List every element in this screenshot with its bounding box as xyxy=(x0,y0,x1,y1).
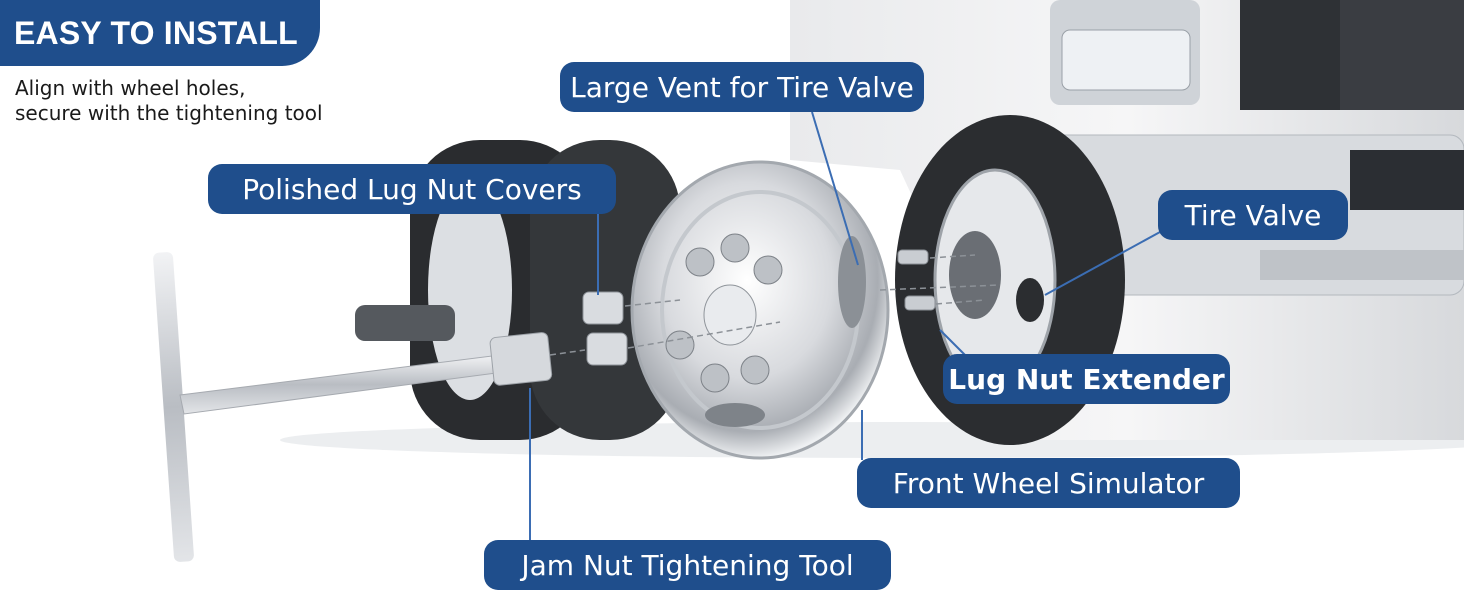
callout-tire-valve: Tire Valve xyxy=(1158,190,1348,240)
lug-nut-extenders xyxy=(897,249,936,311)
alignment-lines xyxy=(549,254,1001,356)
lug-nut-covers xyxy=(582,291,628,366)
callout-front-wheel-simulator: Front Wheel Simulator xyxy=(857,458,1240,508)
subtitle-line-2: secure with the tightening tool xyxy=(15,101,323,125)
callout-lug-nut-extender: Lug Nut Extender xyxy=(943,354,1230,404)
wheel-simulator xyxy=(630,160,890,460)
subtitle-line-1: Align with wheel holes, xyxy=(15,76,246,100)
tightening-tool xyxy=(153,252,553,562)
callout-jam-nut-tool: Jam Nut Tightening Tool xyxy=(484,540,891,590)
header-title: EASY TO INSTALL xyxy=(14,14,298,51)
header-banner: EASY TO INSTALL xyxy=(0,0,320,66)
callout-lug-nut-covers: Polished Lug Nut Covers xyxy=(208,164,616,214)
header-subtitle: Align with wheel holes, secure with the … xyxy=(15,76,323,126)
callout-large-vent: Large Vent for Tire Valve xyxy=(560,62,924,112)
leader-lines xyxy=(529,111,1161,540)
